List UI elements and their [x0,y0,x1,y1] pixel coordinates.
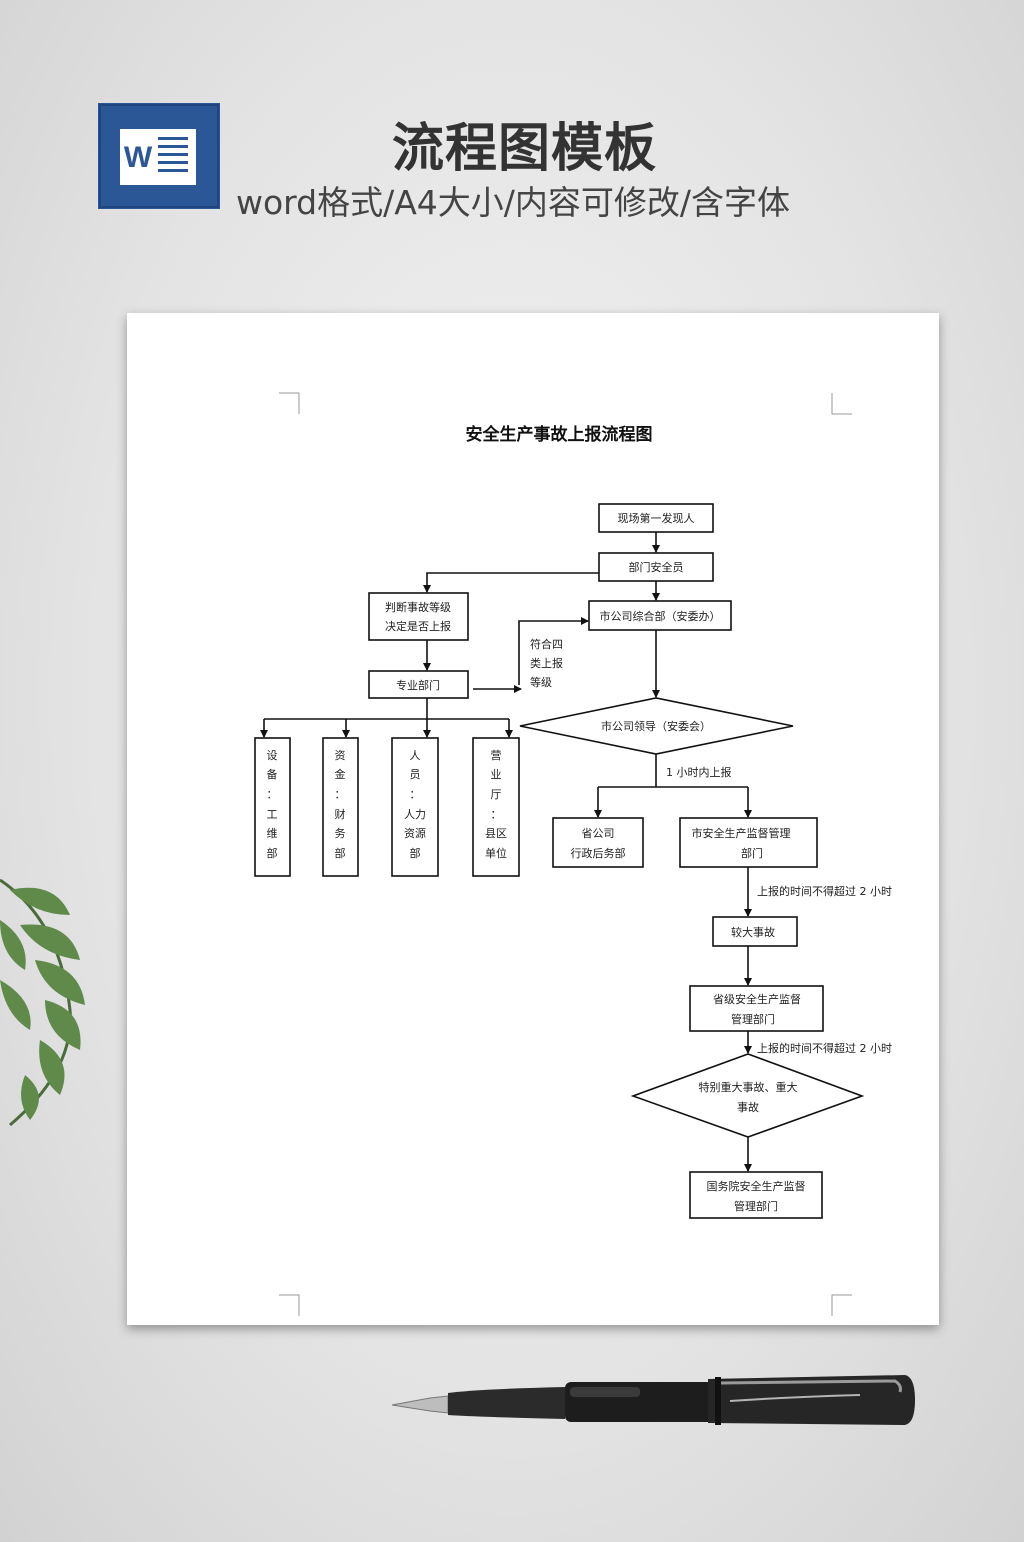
node-col4 [472,737,520,877]
node-major-accident [712,916,798,947]
node-col3 [391,737,439,877]
svg-text:：: ： [335,788,346,801]
node-col2 [322,737,359,877]
label-prov-company-1: 省公司 [582,827,615,840]
node-especially [630,1053,865,1138]
svg-text:工: 工 [267,808,278,821]
svg-text:备: 备 [267,767,278,781]
label-city-leader: 市公司领导（安委会） [601,719,711,733]
flowchart: 安全生产事故上报流程图 [254,392,892,1316]
label-judge-1: 判断事故等级 [385,600,451,614]
label-discoverer: 现场第一发现人 [618,511,695,525]
label-prov-supervision-2: 管理部门 [731,1012,775,1026]
label-major-accident: 较大事故 [731,925,775,939]
label-dept-safety: 部门安全员 [629,560,684,574]
label-city-supervision-1: 市安全生产监督管理 [692,826,791,840]
label-col3: 人 员 ： 人力 资源 部 [404,749,426,860]
svg-text:资源: 资源 [404,826,426,840]
svg-text:：: ： [410,788,421,801]
label-one-hour: 1 小时内上报 [666,765,732,779]
svg-text:：: ： [267,788,278,801]
page-subtitle: word格式/A4大小/内容可修改/含字体 [236,183,791,222]
label-time-limit-2: 上报的时间不得超过 2 小时 [757,1041,892,1055]
svg-text:务: 务 [335,827,346,840]
svg-text:金: 金 [335,767,346,781]
label-specialty-dept: 专业部门 [396,678,440,692]
svg-text:部: 部 [335,846,346,860]
svg-text:资: 资 [335,749,346,762]
node-state-supervision [689,1171,823,1219]
label-state-supervision-1: 国务院安全生产监督 [707,1179,806,1193]
label-city-supervision-2: 部门 [741,846,763,860]
node-prov-company [552,817,644,868]
word-icon-letter: W [124,141,153,174]
svg-text:员: 员 [410,768,421,781]
plant-leaf-image [0,878,85,1127]
node-col1 [254,737,291,877]
svg-text:部: 部 [267,846,278,860]
svg-text:设: 设 [267,749,278,762]
svg-text:：: ： [491,808,502,821]
svg-text:维: 维 [267,827,278,840]
svg-text:县区: 县区 [485,827,507,840]
svg-text:厅: 厅 [491,788,502,801]
fountain-pen-image [391,1375,915,1425]
node-city-office [588,600,732,631]
label-criteria-1: 符合四 [530,637,563,651]
label-prov-company-2: 行政后务部 [571,846,626,860]
node-prov-supervision [689,985,824,1032]
page-title: 流程图模板 [392,119,658,179]
label-criteria-2: 类上报 [530,656,563,670]
label-prov-supervision-1: 省级安全生产监督 [713,992,801,1006]
label-criteria-3: 等级 [530,675,552,689]
svg-text:单位: 单位 [485,846,507,860]
label-especially-2: 事故 [737,1100,759,1114]
svg-text:部: 部 [410,846,421,860]
svg-text:人: 人 [410,749,421,762]
flowchart-title: 安全生产事故上报流程图 [466,424,653,445]
svg-text:业: 业 [491,768,502,781]
node-judge [368,592,469,641]
svg-text:财: 财 [335,807,346,821]
label-judge-2: 决定是否上报 [385,619,451,633]
node-city-leader [519,697,794,755]
document-page: 安全生产事故上报流程图 [127,313,939,1325]
label-city-office: 市公司综合部（安委办） [600,609,721,623]
label-time-limit-1: 上报的时间不得超过 2 小时 [757,884,892,898]
word-icon: W [98,103,220,209]
svg-text:人力: 人力 [404,808,426,821]
node-specialty-dept [368,670,469,699]
label-col1: 设 备 ： 工 维 部 [267,749,278,860]
label-especially-1: 特别重大事故、重大 [699,1080,798,1094]
label-state-supervision-2: 管理部门 [734,1199,778,1213]
crop-marks [279,392,852,1316]
svg-text:营: 营 [491,748,502,762]
label-col4: 营 业 厅 ： 县区 单位 [485,748,507,860]
label-col2: 资 金 ： 财 务 部 [335,749,346,860]
